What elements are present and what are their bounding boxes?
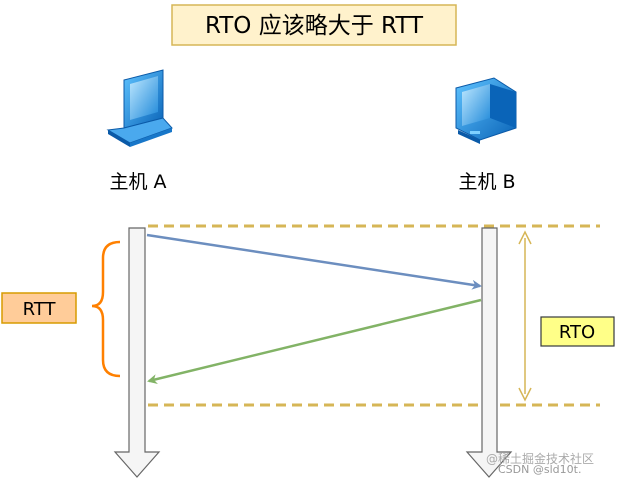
watermark-text: @稀土掘金技术社区 — [486, 451, 594, 466]
rto-label: RTO — [559, 322, 595, 343]
title-box: RTO 应该略大于 RTT — [171, 4, 457, 46]
desktop-computer-icon — [455, 77, 517, 144]
rtt-label: RTT — [23, 299, 57, 320]
host-b-label: 主机 B — [458, 171, 515, 193]
host-a-timeline — [113, 227, 161, 478]
ack-return-arrow — [147, 298, 482, 384]
host-a-label: 主机 A — [109, 171, 166, 193]
send-packet-arrow — [146, 233, 482, 290]
laptop-computer-icon — [106, 69, 173, 147]
title-text: RTO 应该略大于 RTT — [205, 13, 424, 39]
rtt-label-box: RTT — [1, 292, 77, 324]
host-b-timeline — [465, 227, 513, 478]
watermark-text-secondary: CSDN @sld10t. — [498, 463, 581, 476]
rto-span-arrow — [518, 230, 532, 402]
rtt-brace — [91, 240, 121, 378]
rto-label-box: RTO — [540, 316, 615, 347]
